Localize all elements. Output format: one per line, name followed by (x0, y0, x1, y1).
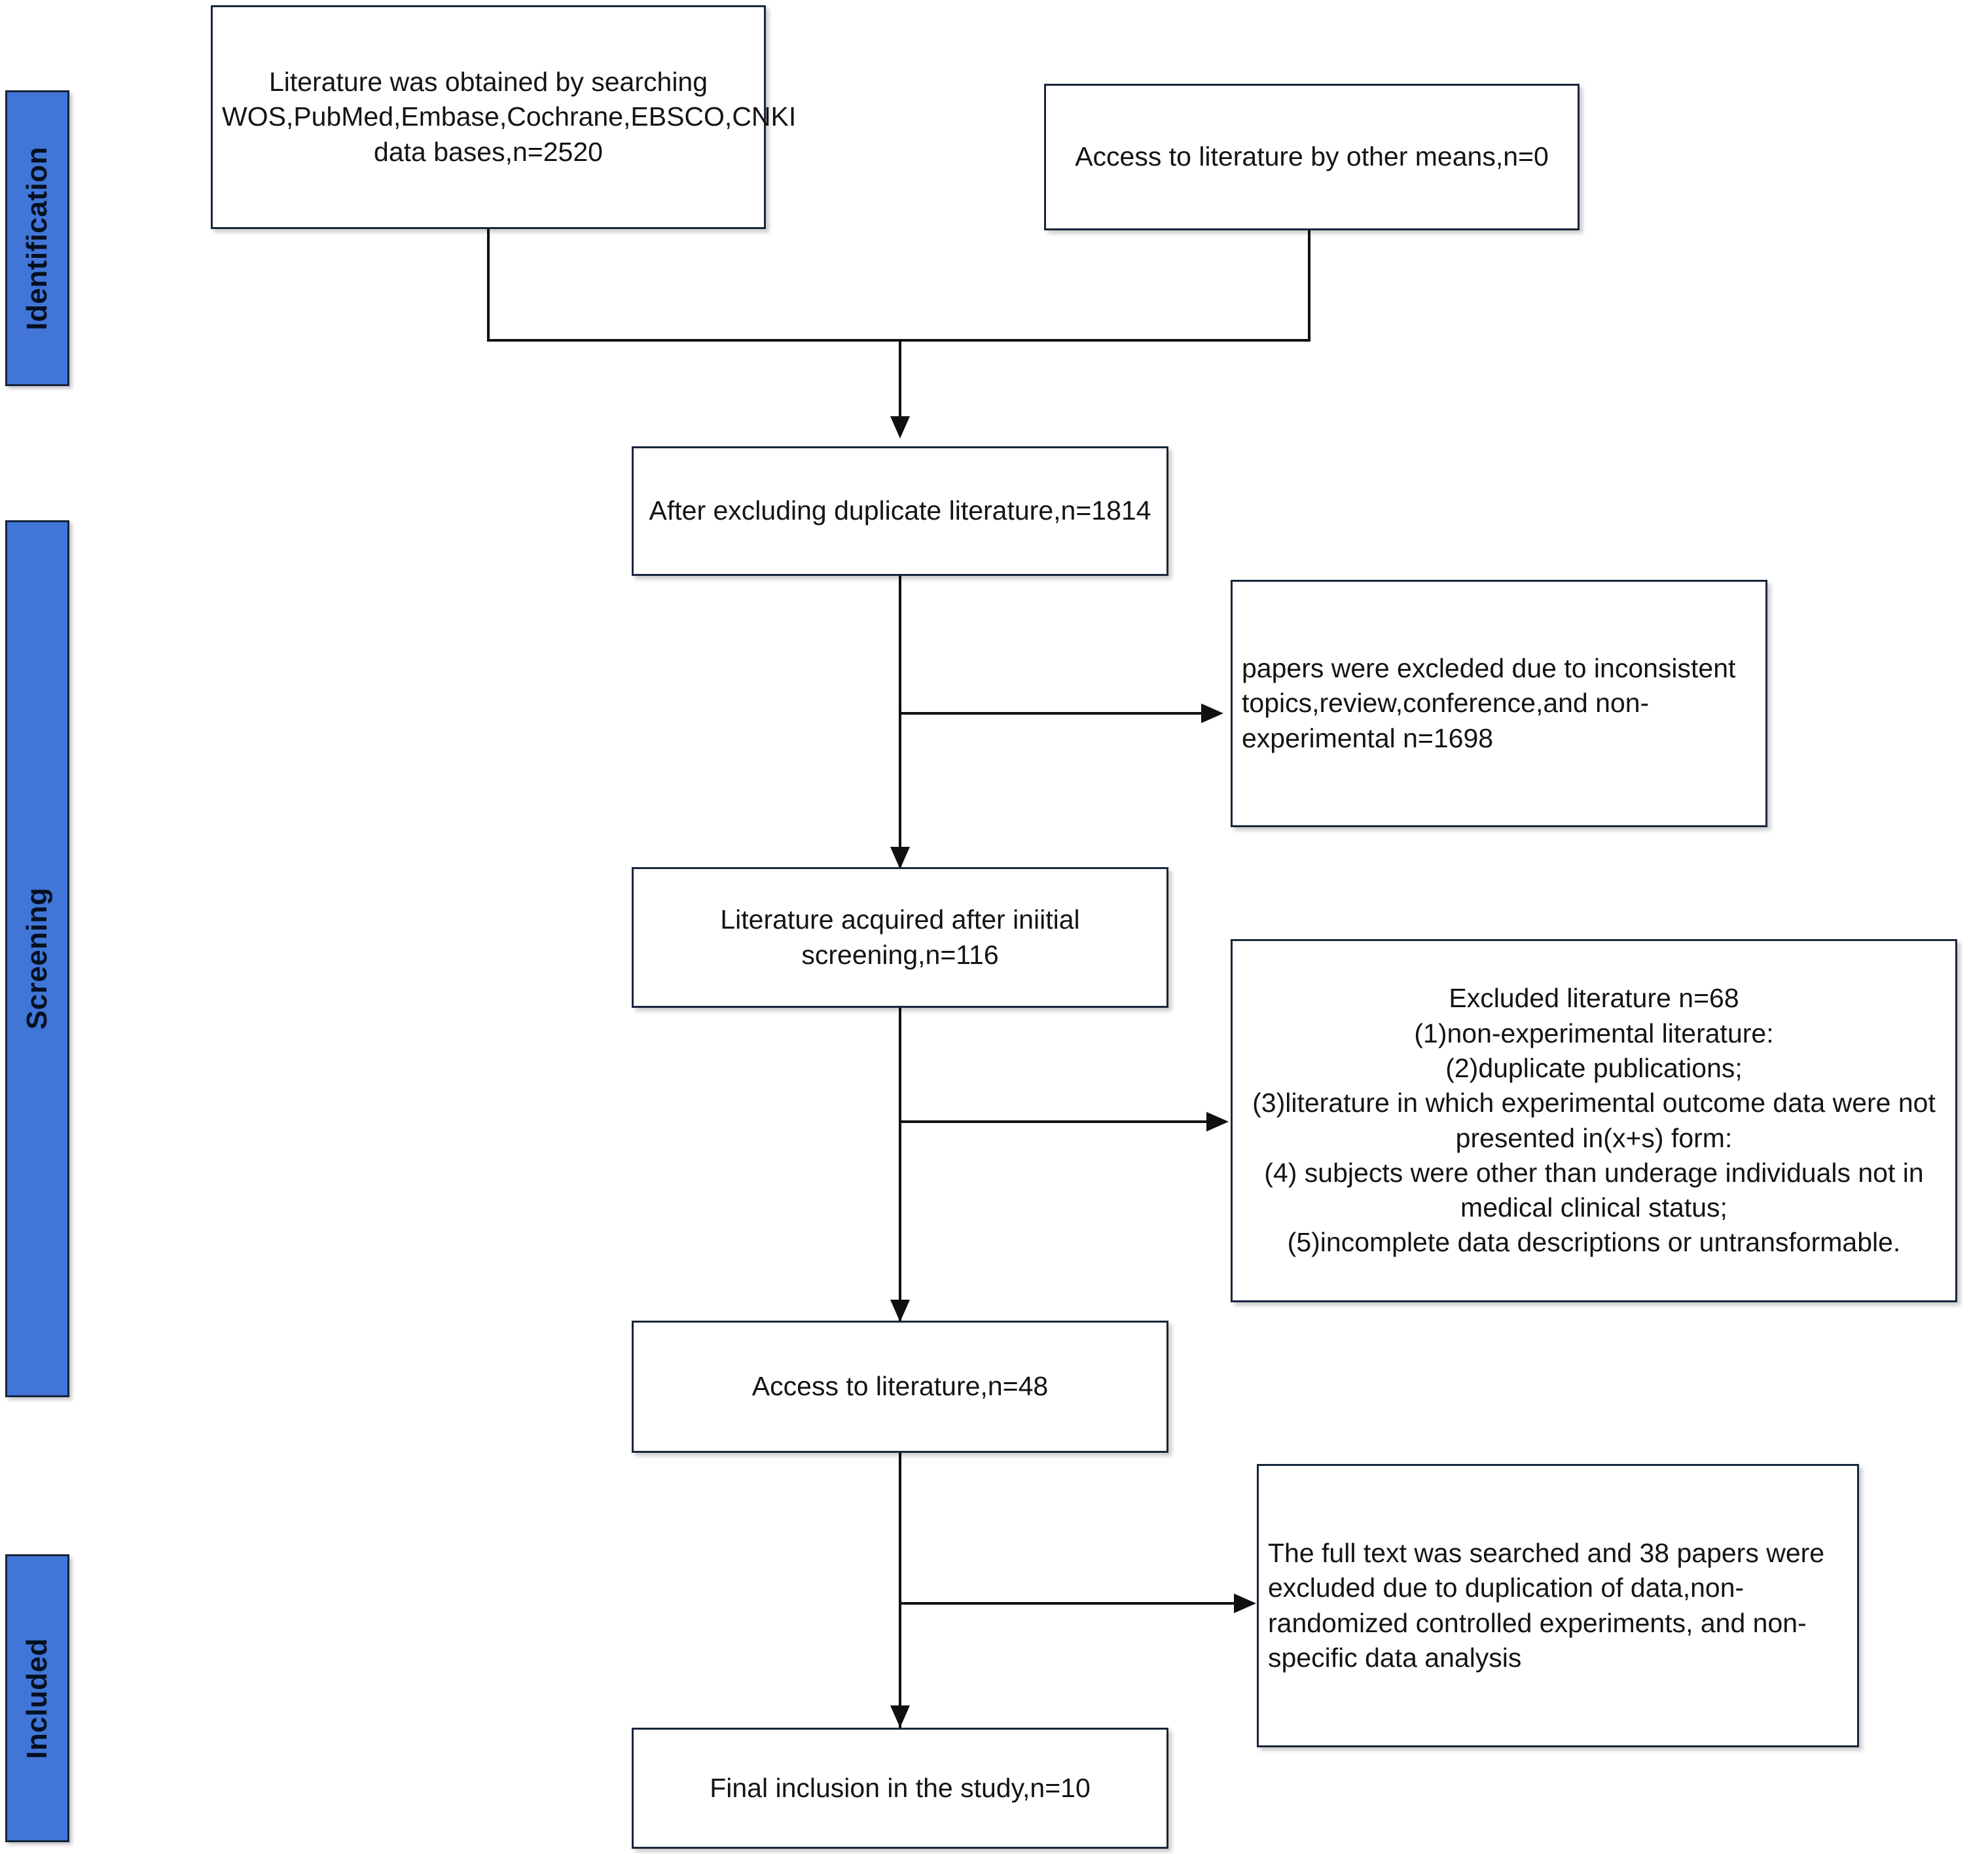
box-records-identified-text: Literature was obtained by searching WOS… (222, 67, 797, 167)
arrow-into-initial-screening (890, 847, 910, 869)
arrow-into-excluded-fulltext (1234, 1594, 1256, 1613)
box-after-initial-screening: Literature acquired after iniitial scree… (632, 867, 1168, 1008)
arrow-into-excluded-topics (1201, 704, 1223, 723)
arrow-into-excluded-detail (1206, 1112, 1229, 1132)
connector-screening-down (899, 1008, 901, 1322)
box-excluded-topics: papers were excleded due to inconsistent… (1231, 580, 1767, 827)
stage-label-included: Included (21, 1637, 53, 1759)
stage-label-identification: Identification (21, 146, 53, 330)
box-final-included: Final inclusion in the study,n=10 (632, 1728, 1168, 1849)
box-after-duplicates: After excluding duplicate literature,n=1… (632, 446, 1168, 576)
stage-bar-identification: Identification (5, 90, 69, 386)
box-other-sources: Access to literature by other means,n=0 (1044, 84, 1580, 230)
connector-dedup-down (899, 576, 901, 869)
box-excluded-detail: Excluded literature n=68 (1)non-experime… (1231, 939, 1957, 1302)
box-records-identified: Literature was obtained by searching WOS… (211, 5, 797, 229)
box-excluded-topics-text: papers were excleded due to inconsistent… (1242, 653, 1736, 753)
connector-branch-excluded-detail (899, 1120, 1206, 1123)
box-other-sources-text: Access to literature by other means,n=0 (1075, 141, 1549, 172)
box-full-text-assessed: Access to literature,n=48 (632, 1321, 1168, 1453)
connector-other-down (1308, 230, 1310, 342)
connector-merge-down (899, 339, 901, 416)
box-excluded-fulltext: The full text was searched and 38 papers… (1257, 1464, 1859, 1747)
arrow-into-access-literature (890, 1300, 910, 1322)
stage-label-screening: Screening (21, 887, 53, 1030)
box-excluded-fulltext-text: The full text was searched and 38 papers… (1268, 1537, 1825, 1673)
stage-bar-included: Included (5, 1554, 69, 1842)
connector-branch-excluded-topics (899, 712, 1201, 715)
arrow-into-after-duplicates (890, 416, 910, 438)
connector-identified-down (487, 229, 490, 342)
arrow-into-final-inclusion (890, 1705, 910, 1728)
box-excluded-detail-text: Excluded literature n=68 (1)non-experime… (1252, 983, 1936, 1258)
box-final-included-text: Final inclusion in the study,n=10 (710, 1772, 1091, 1803)
connector-access-down (899, 1425, 901, 1728)
box-after-duplicates-text: After excluding duplicate literature,n=1… (649, 495, 1151, 526)
box-full-text-assessed-text: Access to literature,n=48 (751, 1371, 1049, 1402)
box-after-initial-screening-text: Literature acquired after iniitial scree… (720, 904, 1080, 970)
connector-branch-excluded-fulltext (899, 1602, 1234, 1605)
stage-bar-screening: Screening (5, 520, 69, 1397)
